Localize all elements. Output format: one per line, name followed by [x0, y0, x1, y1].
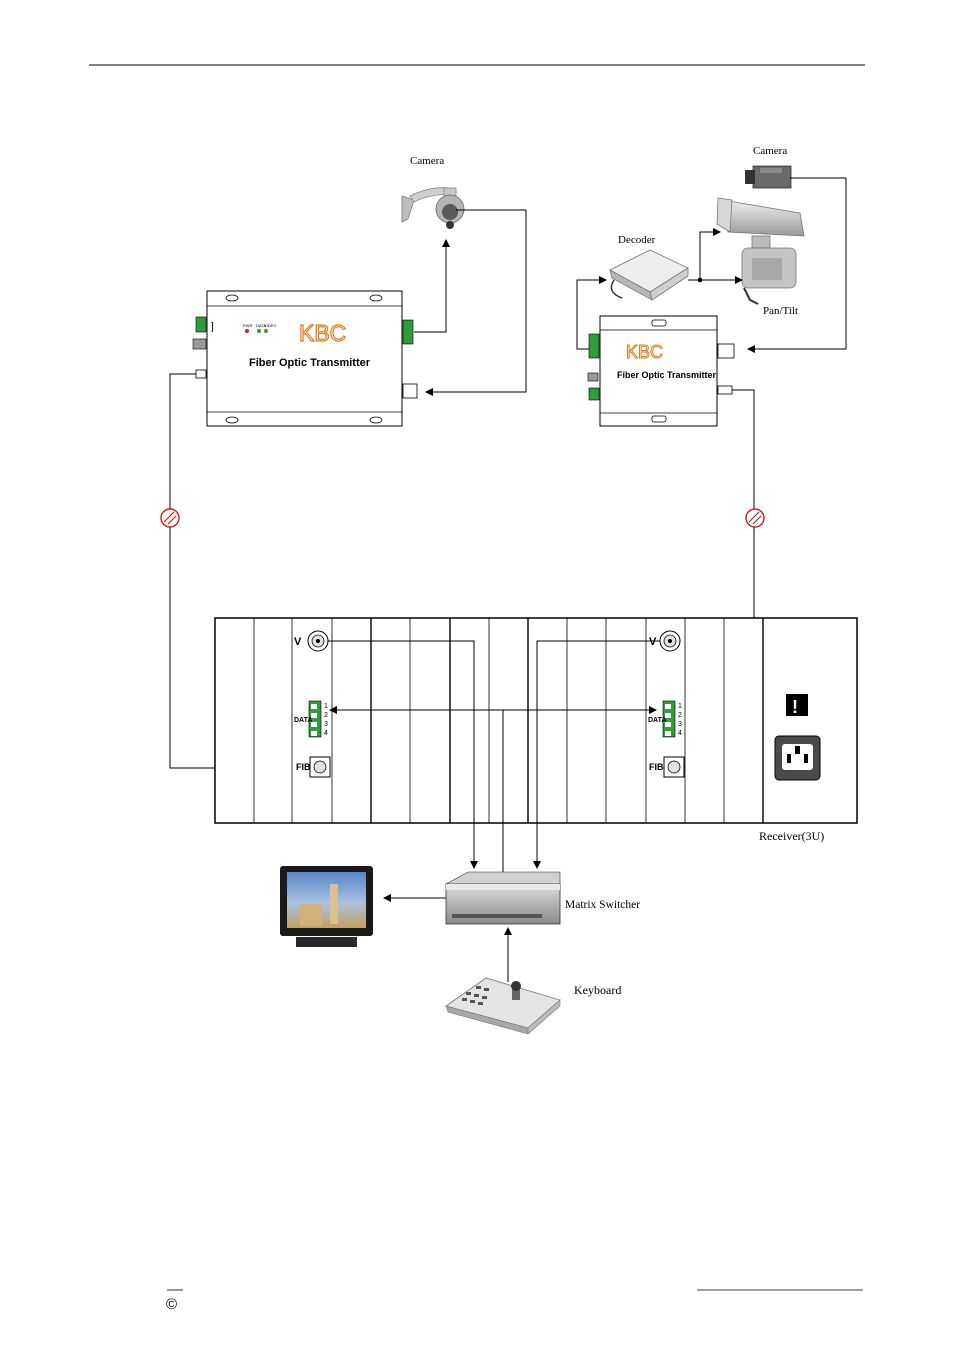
- keyboard: Keyboard: [445, 977, 621, 1035]
- monitor: [280, 866, 373, 947]
- data-label-right: DATA: [648, 717, 666, 724]
- matrix-switcher: Matrix Switcher: [444, 871, 640, 925]
- led-label-pwr: PWR: [243, 323, 252, 328]
- power-section: !: [774, 694, 821, 781]
- dome-camera: Camera: [401, 155, 465, 229]
- transmitter-right: KBC Fiber Optic Transmitter: [587, 315, 735, 427]
- svg-text:]: ]: [210, 319, 214, 333]
- pan-tilt-label: Pan/Tilt: [763, 305, 798, 317]
- receiver-rack: V DATA 1 2 3 4 FIB V: [214, 617, 858, 843]
- brand-logo-right: KBC: [626, 342, 663, 362]
- matrix-switcher-label: Matrix Switcher: [565, 899, 640, 911]
- pin-4-right: 4: [678, 730, 682, 737]
- pin-4-left: 4: [324, 730, 328, 737]
- receiver-card-left: V DATA 1 2 3 4 FIB: [294, 630, 331, 778]
- receiver-label: Receiver(3U): [759, 829, 824, 843]
- pin-3-right: 3: [678, 721, 682, 728]
- receiver-card-right: V DATA 1 2 3 4 FIB: [648, 630, 685, 778]
- pin-2-left: 2: [324, 712, 328, 719]
- upper-wiring: [414, 177, 847, 396]
- warning-icon: [786, 694, 808, 716]
- transmitter-left-title: Fiber Optic Transmitter: [249, 357, 371, 369]
- pin-1-left: 1: [324, 703, 328, 710]
- video-label-right: V: [649, 636, 657, 648]
- transmitter-right-title: Fiber Optic Transmitter: [617, 370, 717, 380]
- led-label-data: DATA: [256, 323, 266, 328]
- fiber-label-left: FIB: [296, 762, 311, 772]
- box-camera: Camera: [745, 145, 792, 189]
- pin-1-right: 1: [678, 703, 682, 710]
- decoder-device: Decoder: [609, 234, 689, 301]
- camera-box-label: Camera: [753, 145, 787, 157]
- status-leds: PWR DATA VIDEO: [243, 323, 276, 333]
- lower-wiring: [328, 640, 660, 982]
- decoder-label: Decoder: [618, 234, 656, 246]
- copyright-symbol: ©: [166, 1296, 177, 1313]
- brand-logo: KBC: [299, 320, 346, 346]
- video-label-left: V: [294, 636, 302, 648]
- led-label-video: VIDEO: [264, 323, 276, 328]
- fiber-label-right: FIB: [649, 762, 664, 772]
- camera-dome-label: Camera: [410, 155, 444, 167]
- transmitter-left: ] PWR DATA VIDEO KBC Fiber Optic Transmi…: [192, 290, 418, 427]
- ptz-housing: Pan/Tilt: [716, 197, 805, 317]
- keyboard-label: Keyboard: [574, 983, 621, 997]
- pin-3-left: 3: [324, 721, 328, 728]
- data-label-left: DATA: [294, 717, 312, 724]
- pin-2-right: 2: [678, 712, 682, 719]
- warning-symbol: !: [792, 697, 798, 717]
